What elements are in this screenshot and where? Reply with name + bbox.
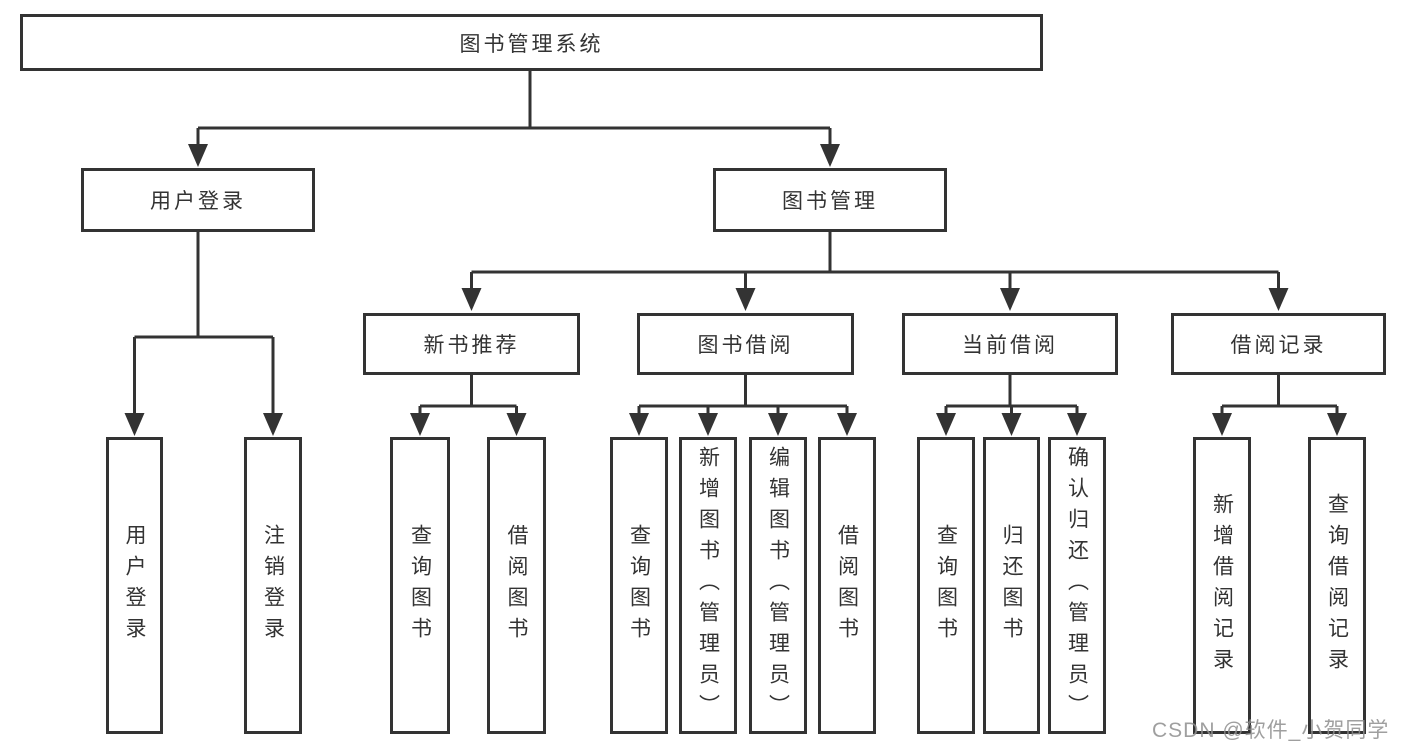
node-label: 图书借阅 [697, 334, 794, 357]
node-label: 编辑图书（管理员） [766, 446, 790, 725]
node-label: 注销登录 [261, 523, 285, 648]
node-label: 借阅图书 [505, 523, 529, 648]
node-borrowing-records: 借阅记录 [1171, 313, 1386, 375]
node-new-book-recommendation: 新书推荐 [363, 313, 580, 375]
node-label: 图书管理系统 [459, 32, 604, 56]
node-label: 用户登录 [150, 190, 246, 213]
leaf-recommend-borrow-books: 借阅图书 [487, 437, 546, 734]
node-label: 归还图书 [1000, 523, 1024, 648]
leaf-records-query-record: 查询借阅记录 [1308, 437, 1366, 734]
node-label: 借阅图书 [835, 523, 859, 648]
leaf-borrowing-query-books: 查询图书 [610, 437, 668, 734]
leaf-current-query-books: 查询图书 [917, 437, 975, 734]
node-label: 当前借阅 [962, 334, 1058, 357]
node-label: 确认归还（管理员） [1065, 446, 1089, 725]
leaf-records-add-record: 新增借阅记录 [1193, 437, 1251, 734]
leaf-borrowing-add-books-admin: 新增图书（管理员） [679, 437, 737, 734]
leaf-borrowing-edit-books-admin: 编辑图书（管理员） [749, 437, 807, 734]
leaf-logout-login: 注销登录 [244, 437, 302, 734]
node-book-borrowing: 图书借阅 [637, 313, 854, 375]
leaf-current-return-books: 归还图书 [983, 437, 1040, 734]
node-library-system: 图书管理系统 [20, 14, 1043, 71]
connector-paths [133, 71, 1339, 418]
node-label: 查询图书 [934, 523, 958, 648]
leaf-user-login: 用户登录 [106, 437, 163, 734]
node-label: 查询图书 [408, 523, 432, 648]
leaf-current-confirm-return-admin: 确认归还（管理员） [1048, 437, 1106, 734]
node-label: 新增借阅记录 [1210, 492, 1234, 679]
node-label: 用户登录 [123, 523, 147, 648]
watermark-text: CSDN @软件_小贺同学 [1152, 719, 1390, 742]
node-label: 查询图书 [627, 523, 651, 648]
node-label: 新书推荐 [423, 334, 520, 357]
node-label: 新增图书（管理员） [696, 446, 720, 725]
leaf-recommend-query-books: 查询图书 [390, 437, 450, 734]
node-book-management: 图书管理 [713, 168, 947, 232]
node-current-borrowing: 当前借阅 [902, 313, 1118, 375]
node-user-login: 用户登录 [81, 168, 315, 232]
node-label: 图书管理 [782, 190, 878, 213]
node-label: 查询借阅记录 [1325, 492, 1349, 679]
leaf-borrowing-borrow-books: 借阅图书 [818, 437, 876, 734]
node-label: 借阅记录 [1230, 334, 1327, 357]
